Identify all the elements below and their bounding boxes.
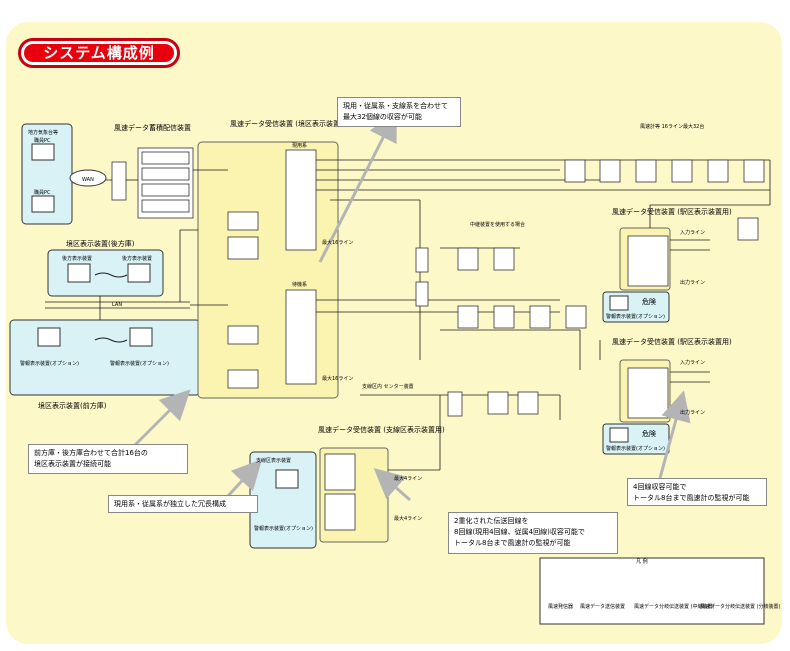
recv-branch-title: 風速データ受信装置 (支線区表示装置用) [318,425,445,434]
branch-title: 中継装置を使用する場合 [470,221,525,228]
max-line-d: 最大4ライン [394,515,422,522]
page-title: システム構成例 [24,44,174,62]
legend-item-3: 風速データ分岐伝送装置 (中継装置) [634,603,715,610]
max-line-c: 最大4ライン [394,475,422,482]
sensors-title: 風速計等 16ライン最大32台 [640,123,704,130]
front-display-label: 境区表示装置(前方庫) [38,401,107,410]
branch-display-box [249,451,317,549]
disp-b-label: 後方表示装置 [122,255,152,262]
alarm-label-3: 警報表示装置(オプション) [606,313,665,320]
max-line-b: 最大16ライン [322,375,353,382]
kiken-1: 危険 [642,297,656,306]
kiken-2: 危険 [642,429,656,438]
legend-item-4: 風速データ分岐伝送装置 (分岐装置) [700,603,781,610]
recv-top-title: 風速データ受信装置 (境区表示装置用) [230,119,350,128]
pc1-label: 職員PC [34,137,51,144]
weather-station-label: 地方気象台等 [28,129,58,136]
legend-item-2: 風速データ送信装置 [580,603,625,610]
active-label: 現用系 [292,142,307,149]
out-line-1: 出力ライン [680,279,705,286]
legend-box [539,557,765,625]
recv-right1-title: 風速データ受信装置 (駅区表示装置用) [612,207,732,216]
pc2-label: 職員PC [34,189,51,196]
standby-label: 待機系 [292,281,307,288]
disp-a-label: 後方表示装置 [62,255,92,262]
alarm-label-5: 警報表示装置(オプション) [254,525,313,532]
branch-local-label: 支線区表示装置 [256,457,291,464]
in-line-2: 入力ライン [680,359,705,366]
title-badge: システム構成例 [18,38,180,68]
in-line-1: 入力ライン [680,229,705,236]
max-line-a: 最大16ライン [322,239,353,246]
note-redundant: 現用系・従属系が独立した冗長構成 [108,495,258,513]
legend-item-1: 風速発信器 [548,603,573,610]
wan-label: WAN [82,177,94,183]
lan-label: LAN [112,302,122,308]
rear-display-label: 境区表示装置(後方庫) [66,239,135,248]
note-bottom: 2重化された伝送回線を 8回線(現用4回線、従属4回線)収容可能で トータル8台… [448,512,618,554]
note-left: 前方庫・後方庫合わせて合計16台の 境区表示装置が接続可能 [28,444,188,474]
center-label: 支線区内 センター装置 [362,383,414,390]
recv-right2-title: 風速データ受信装置 (駅区表示装置用) [612,337,732,346]
alarm-label-2: 警報表示装置(オプション) [110,360,169,367]
alarm-label-1: 警報表示装置(オプション) [20,360,79,367]
note-top: 現用・従属系・支線系を合わせて 最大32個線の収容が可能 [337,97,461,127]
note-right: 4回線収容可能で トータル8台まで風速計の監視が可能 [627,478,767,506]
legend-title: 凡 例 [636,558,648,565]
alarm-label-4: 警報表示装置(オプション) [606,445,665,452]
out-line-2: 出力ライン [680,409,705,416]
archive-label: 風速データ蓄積配信装置 [114,123,191,132]
